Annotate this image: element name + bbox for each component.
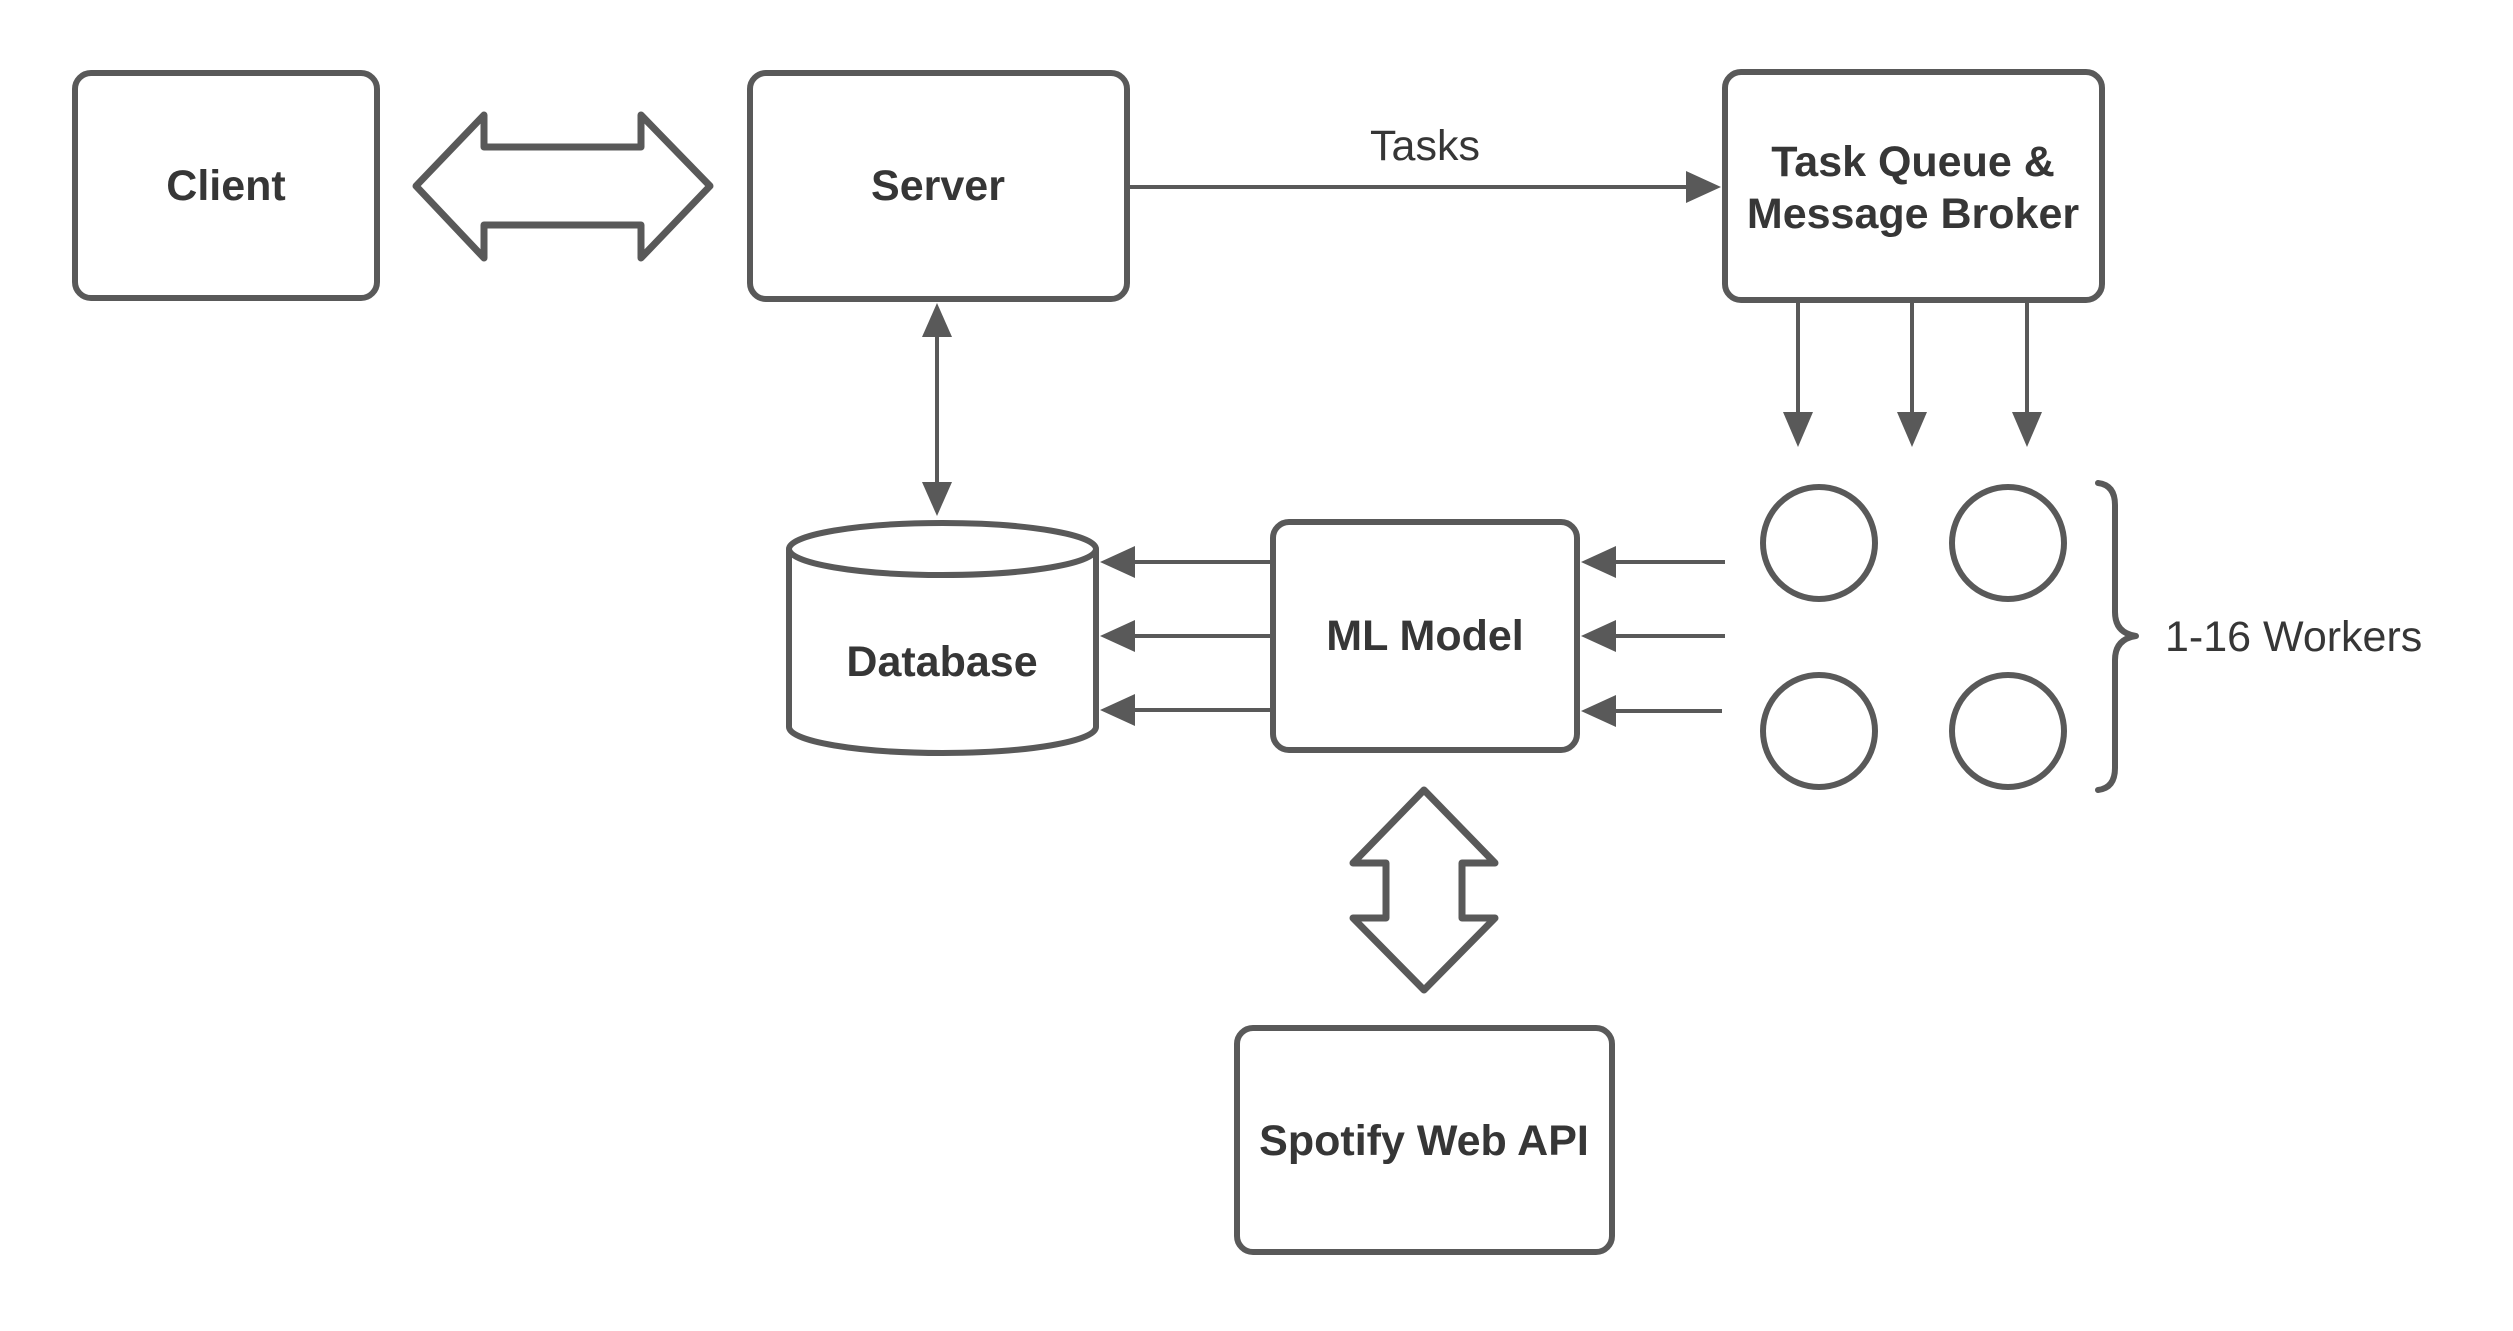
queue-worker-arrowhead-icon xyxy=(1897,412,1927,447)
queue-worker-arrowhead-icon xyxy=(1783,412,1813,447)
ml-db-arrowhead-icon xyxy=(1100,546,1135,578)
ml-model-label: ML Model xyxy=(1326,612,1523,660)
worker-circle xyxy=(1760,484,1878,602)
database-node-body xyxy=(786,549,1099,756)
task-queue-label-line1: Task Queue & xyxy=(1771,138,2055,186)
server-database-arrowhead-down-icon xyxy=(922,482,952,516)
task-queue-label-line2: Message Broker xyxy=(1747,190,2079,238)
ml-spotify-double-arrow-icon xyxy=(1349,786,1499,994)
worker-ml-arrowhead-icon xyxy=(1581,620,1616,652)
client-label: Client xyxy=(166,162,285,210)
server-taskqueue-arrowhead-icon xyxy=(1686,171,1721,203)
worker-circle xyxy=(1949,484,2067,602)
worker-ml-arrowhead-icon xyxy=(1581,546,1616,578)
server-database-arrowhead-up-icon xyxy=(922,303,952,337)
client-node xyxy=(72,70,380,301)
worker-circle xyxy=(1760,672,1878,790)
workers-brace-icon xyxy=(2095,480,2139,793)
tasks-edge-label: Tasks xyxy=(1370,122,1480,170)
spotify-web-api-node xyxy=(1234,1025,1615,1255)
worker-circle xyxy=(1949,672,2067,790)
spotify-web-api-label: Spotify Web API xyxy=(1259,1117,1589,1165)
database-label: Database xyxy=(846,638,1037,686)
worker-ml-arrowhead-icon xyxy=(1581,695,1616,727)
taskqueue-to-workers-arrows xyxy=(1783,300,2042,447)
ml-db-arrowhead-icon xyxy=(1100,620,1135,652)
queue-worker-arrowhead-icon xyxy=(2012,412,2042,447)
task-queue-node xyxy=(1722,69,2105,303)
workers-count-label: 1-16 Workers xyxy=(2165,613,2422,661)
ml-db-arrowhead-icon xyxy=(1100,694,1135,726)
server-label: Server xyxy=(871,162,1005,210)
workers-to-ml-arrows xyxy=(1581,546,1725,727)
client-server-double-arrow-icon xyxy=(412,111,714,262)
worker-circles xyxy=(1760,484,2067,790)
ml-to-database-arrows xyxy=(1100,546,1273,726)
database-node-top xyxy=(786,520,1099,578)
